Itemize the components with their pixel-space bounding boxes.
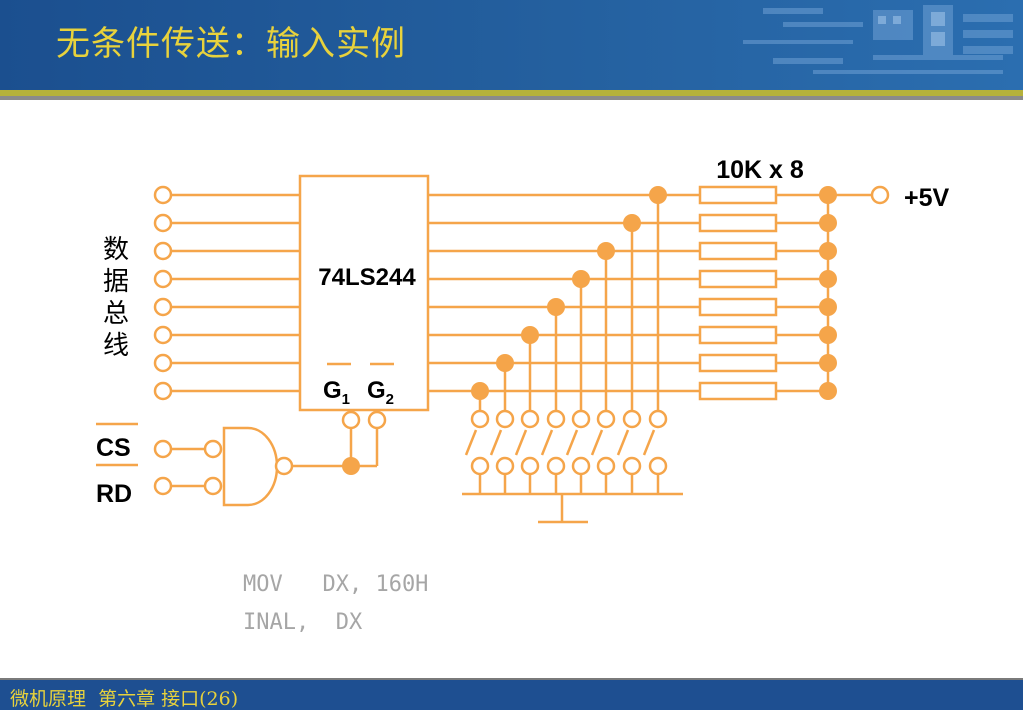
- bus-terminal: [153, 297, 173, 317]
- junction-dot: [597, 242, 615, 260]
- resistor-1: [698, 185, 778, 205]
- chip-label: 74LS244: [318, 264, 416, 291]
- junction-dot: [623, 214, 641, 232]
- junction-dot: [471, 382, 489, 400]
- switch-upper-contact: [648, 409, 668, 429]
- bus-terminal: [153, 241, 173, 261]
- gate-input-terminal: [203, 439, 223, 459]
- junction-dot: [521, 326, 539, 344]
- cs-terminal: [153, 439, 173, 459]
- switch-lower-contact: [622, 456, 642, 476]
- resistor-2: [698, 213, 778, 233]
- bus-terminal: [153, 213, 173, 233]
- code-block: MOV DX, 160H INAL, DX: [243, 566, 428, 642]
- vcc-terminal: [870, 185, 890, 205]
- bus-label-char: 据: [103, 267, 129, 297]
- switch-upper-contact: [622, 409, 642, 429]
- bus-label-char: 总: [103, 299, 129, 329]
- bus-terminal: [153, 381, 173, 401]
- page-title: 无条件传送：输入实例: [56, 24, 406, 64]
- chip-74ls244: [298, 174, 430, 412]
- rail-dot: [819, 354, 837, 372]
- resistor-5: [698, 297, 778, 317]
- junction-dot: [649, 186, 667, 204]
- nand-inversion-bubble: [274, 456, 294, 476]
- gate-junction-dot: [342, 457, 360, 475]
- resistor-3: [698, 241, 778, 261]
- g2-pin: [367, 410, 387, 430]
- rail-dot: [819, 214, 837, 232]
- rd-label: RD: [96, 480, 132, 508]
- switch-lower-contact: [520, 456, 540, 476]
- switch-upper-contact: [495, 409, 515, 429]
- code-line-1: MOV DX, 160H: [243, 572, 429, 597]
- bus-terminal: [153, 325, 173, 345]
- switch-lower-contact: [546, 456, 566, 476]
- rail-dot: [819, 382, 837, 400]
- g1-label: G1: [323, 377, 350, 408]
- resistor-8: [698, 381, 778, 401]
- code-line-2: INAL, DX: [243, 610, 363, 635]
- switch-upper-contact: [596, 409, 616, 429]
- junction-dot: [572, 270, 590, 288]
- resistor-7: [698, 353, 778, 373]
- resistor-4: [698, 269, 778, 289]
- resistor-label: 10K x 8: [716, 156, 804, 184]
- footer-text: 微机原理 第六章 接口(26): [10, 688, 239, 710]
- bus-terminal: [153, 185, 173, 205]
- switch-lower-contact: [470, 456, 490, 476]
- rail-dot: [819, 186, 837, 204]
- title-underline-shadow: [0, 96, 1023, 100]
- title-underline: [0, 90, 1023, 96]
- switch-lower-contact: [648, 456, 668, 476]
- switch-upper-contact: [571, 409, 591, 429]
- rd-terminal: [153, 476, 173, 496]
- junction-dot: [496, 354, 514, 372]
- footer-bar: 微机原理 第六章 接口(26): [0, 678, 1023, 710]
- switch-lower-contact: [571, 456, 591, 476]
- title-bar: 无条件传送：输入实例: [0, 0, 1023, 90]
- nand-gate: [222, 426, 279, 507]
- junction-dot: [547, 298, 565, 316]
- bus-label-char: 数: [103, 235, 129, 265]
- g2-label: G2: [367, 377, 394, 408]
- switch-lower-contact: [495, 456, 515, 476]
- switch-upper-contact: [470, 409, 490, 429]
- g1-pin: [341, 410, 361, 430]
- switch-upper-contact: [520, 409, 540, 429]
- rail-dot: [819, 326, 837, 344]
- cs-label: CS: [96, 434, 131, 462]
- vcc-label: +5V: [904, 184, 950, 212]
- gate-input-terminal: [203, 476, 223, 496]
- switch-lower-contact: [596, 456, 616, 476]
- rail-dot: [819, 298, 837, 316]
- bus-label-char: 线: [103, 331, 129, 361]
- switch-upper-contact: [546, 409, 566, 429]
- rail-dot: [819, 242, 837, 260]
- rail-dot: [819, 270, 837, 288]
- bus-terminal: [153, 353, 173, 373]
- circuit-board-decoration: [743, 5, 1013, 74]
- resistor-6: [698, 325, 778, 345]
- bus-terminal: [153, 269, 173, 289]
- circuit-diagram: 74LS244 G1 G2 10K x 8 +5V CS RD 数 据 总 线: [96, 156, 950, 524]
